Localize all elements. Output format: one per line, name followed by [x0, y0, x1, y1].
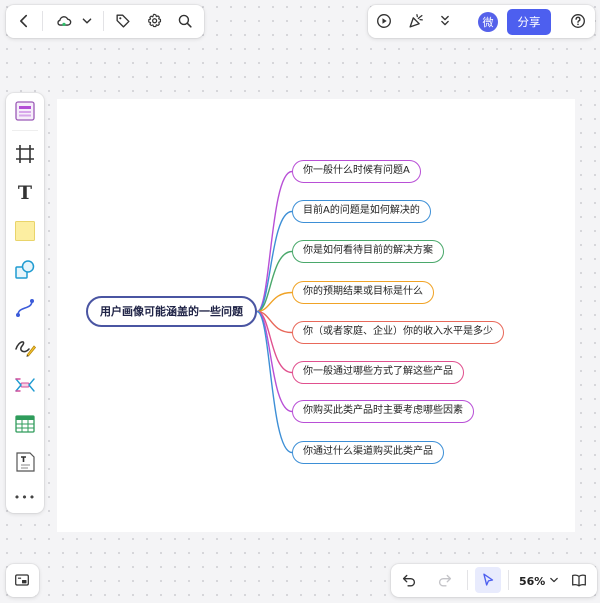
mindmap-icon	[15, 378, 35, 392]
more-icon[interactable]: •••	[10, 482, 40, 512]
toolbar-divider	[42, 11, 43, 31]
book-icon[interactable]	[566, 567, 592, 593]
zoom-level[interactable]: 56%	[519, 575, 546, 588]
table-tool[interactable]	[10, 409, 40, 439]
undo-icon[interactable]	[396, 567, 422, 593]
share-button[interactable]: 分享	[507, 9, 551, 35]
pen-tool[interactable]	[10, 332, 40, 362]
cloud-saved-icon[interactable]	[51, 8, 77, 34]
mindmap-root-node[interactable]: 用户画像可能涵盖的一些问题	[86, 296, 257, 327]
text-tool[interactable]: T	[10, 178, 40, 208]
help-icon[interactable]	[565, 8, 591, 34]
connector-icon	[16, 299, 34, 317]
palette-divider	[12, 130, 38, 131]
minimap-toolbar	[6, 564, 39, 597]
toolbar-divider	[508, 570, 509, 590]
avatar[interactable]: 微	[478, 12, 498, 32]
chevron-down-icon[interactable]	[77, 8, 97, 34]
template-icon	[15, 101, 35, 121]
mindmap-branch-node[interactable]: 你通过什么渠道购买此类产品	[292, 441, 444, 464]
mindmap-branch-node[interactable]: 你是如何看待目前的解决方案	[292, 240, 444, 263]
frame-tool[interactable]	[10, 139, 40, 169]
text-doc-tool[interactable]	[10, 447, 40, 477]
chevron-left-icon[interactable]	[11, 8, 37, 34]
table-icon	[15, 415, 35, 433]
mindmap-branch-node[interactable]: 你一般什么时候有问题A	[292, 160, 421, 183]
more-tools-label: •••	[13, 490, 37, 504]
top-left-toolbar	[6, 5, 204, 38]
sticky-note-icon	[15, 221, 35, 241]
text-icon: T	[17, 182, 33, 204]
toolbar-divider	[467, 570, 468, 590]
play-icon[interactable]	[371, 8, 397, 34]
search-icon[interactable]	[172, 8, 198, 34]
left-toolbar: T •••	[6, 93, 44, 513]
toolbar-divider	[103, 11, 104, 31]
sticky-note-tool[interactable]	[10, 216, 40, 246]
mindmap-tool[interactable]	[10, 370, 40, 400]
double-chevron-down-icon[interactable]	[434, 8, 456, 34]
connector-tool[interactable]	[10, 293, 40, 323]
frame-icon	[16, 145, 34, 163]
gear-icon[interactable]	[141, 8, 167, 34]
shape-tool[interactable]	[10, 255, 40, 285]
minimap-icon[interactable]	[9, 567, 35, 593]
mindmap-branch-node[interactable]: 你一般通过哪些方式了解这些产品	[292, 361, 464, 384]
mindmap-branch-node[interactable]: 目前A的问题是如何解决的	[292, 200, 431, 223]
cursor-icon[interactable]	[475, 567, 501, 593]
top-right-toolbar: 微 分享	[368, 5, 595, 38]
bottom-right-toolbar: 56%	[391, 564, 597, 597]
mindmap-branch-node[interactable]: 你购买此类产品时主要考虑哪些因素	[292, 400, 474, 423]
zoom-dropdown-icon[interactable]	[546, 567, 562, 593]
tag-icon[interactable]	[110, 8, 136, 34]
shape-icon	[15, 260, 35, 279]
party-popper-icon[interactable]	[403, 8, 429, 34]
text-doc-icon	[16, 452, 35, 472]
redo-icon[interactable]	[432, 567, 458, 593]
pen-icon	[15, 341, 37, 357]
mindmap-branch-node[interactable]: 你的预期结果或目标是什么	[292, 281, 434, 304]
template-tool[interactable]	[10, 96, 40, 126]
mindmap-branch-node[interactable]: 你（或者家庭、企业）你的收入水平是多少	[292, 321, 504, 344]
